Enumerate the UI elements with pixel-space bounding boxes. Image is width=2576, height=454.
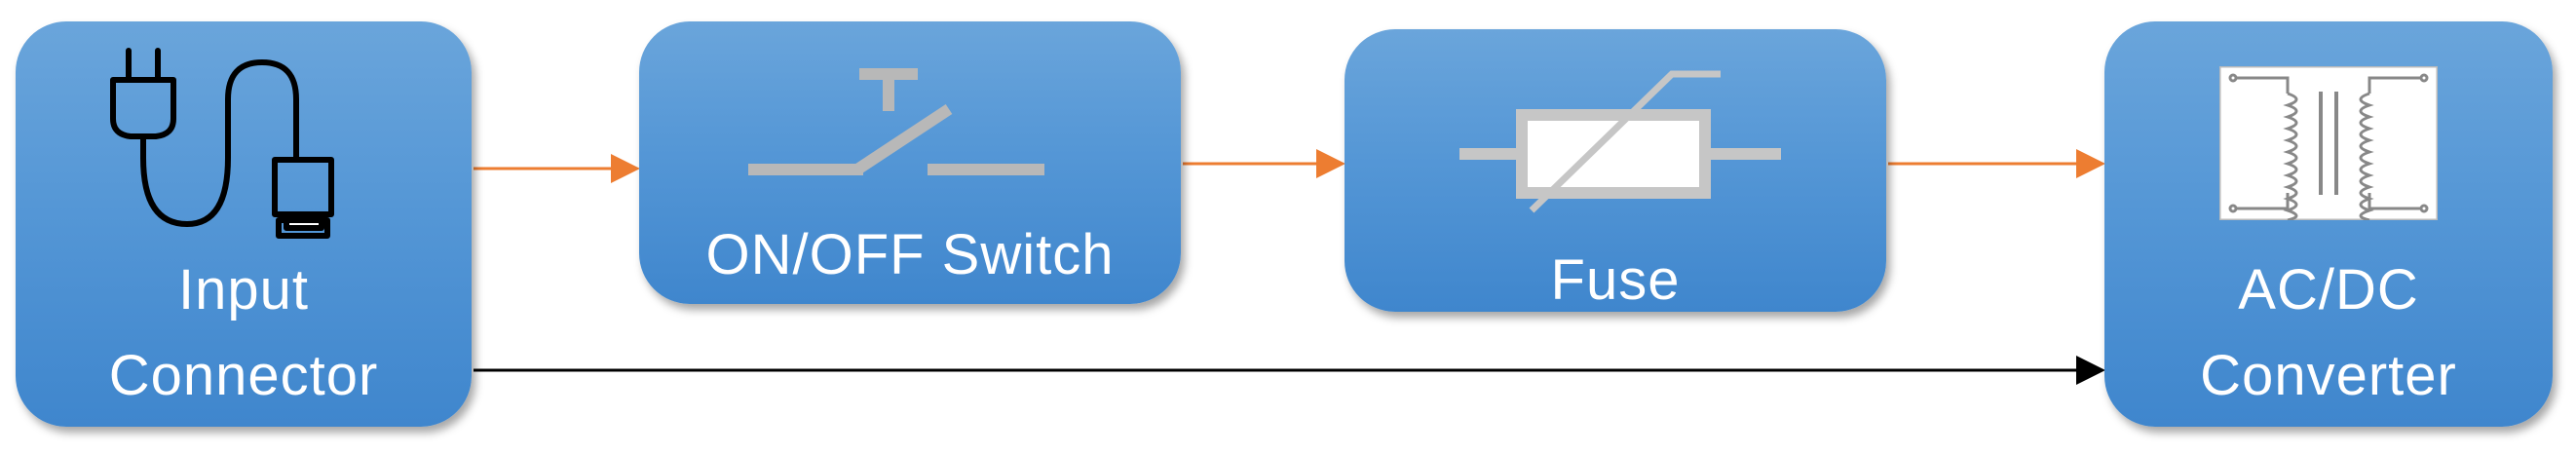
transformer-symbol-icon bbox=[2219, 66, 2438, 220]
ac-dc-converter-label-line2: Converter bbox=[2200, 344, 2457, 407]
input-connector-label: Input Connector bbox=[16, 247, 472, 419]
fuse-label: Fuse bbox=[1550, 248, 1681, 312]
fuse-block[interactable]: Fuse bbox=[1345, 29, 1886, 312]
on-off-switch-label: ON/OFF Switch bbox=[705, 223, 1115, 286]
input-connector-label-line2: Connector bbox=[108, 344, 379, 407]
ac-dc-converter-label-line1: AC/DC bbox=[2238, 258, 2419, 322]
input-connector-label-line1: Input bbox=[178, 258, 309, 322]
on-off-switch-block[interactable]: ON/OFF Switch bbox=[639, 21, 1181, 304]
switch-symbol-icon bbox=[748, 68, 1044, 175]
fuse-symbol-icon bbox=[1459, 70, 1781, 213]
plug-cable-icon bbox=[110, 48, 334, 239]
ac-dc-converter-label: AC/DC Converter bbox=[2104, 247, 2553, 419]
ac-dc-converter-block[interactable]: AC/DC Converter bbox=[2104, 21, 2553, 427]
input-connector-block[interactable]: Input Connector bbox=[16, 21, 472, 427]
